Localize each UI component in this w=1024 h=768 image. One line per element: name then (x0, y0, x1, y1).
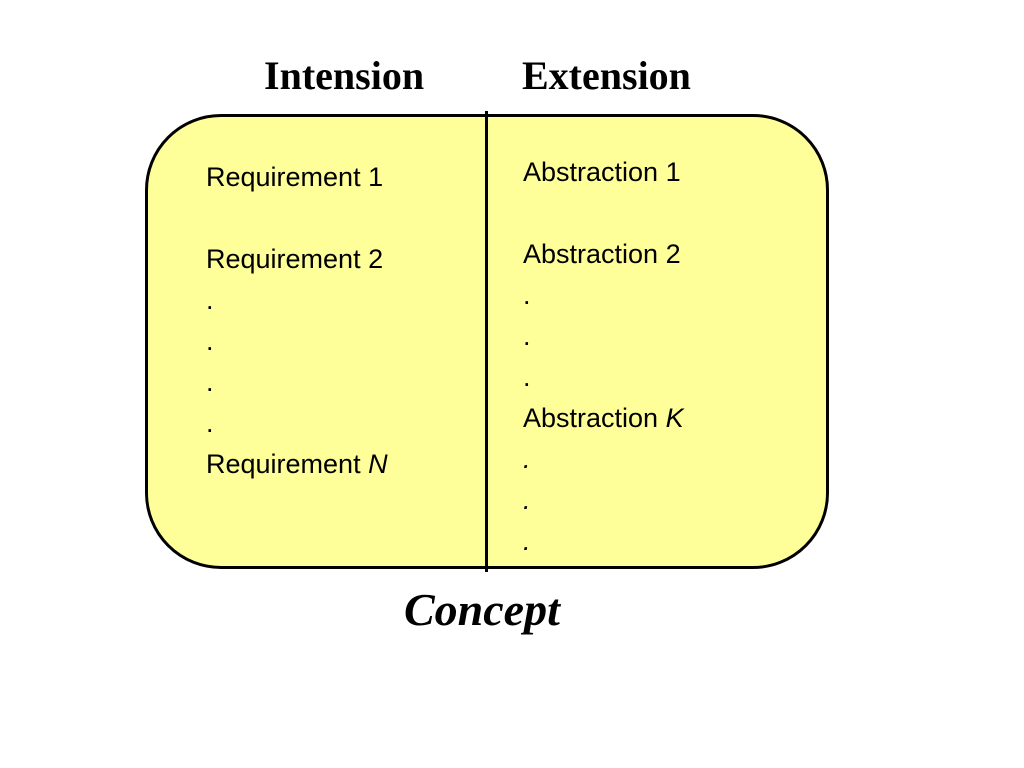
trailing-dot: . (523, 444, 531, 474)
extension-column: Abstraction 1 Abstraction 2 . . . Abstra… (523, 152, 684, 562)
trailing-dot: . (523, 526, 531, 556)
ellipsis-dot: . (523, 362, 531, 392)
requirement-2: Requirement 2 (206, 244, 384, 274)
abstraction-2: Abstraction 2 (523, 239, 681, 269)
trailing-dot: . (523, 485, 531, 515)
requirement-n: Requirement N (206, 444, 388, 485)
center-divider (485, 111, 488, 572)
ellipsis-dot: . (206, 408, 214, 438)
concept-caption: Concept (404, 584, 560, 635)
requirement-n-prefix: Requirement (206, 449, 369, 479)
requirement-1: Requirement 1 (206, 162, 384, 192)
ellipsis-dot: . (523, 321, 531, 351)
intension-heading: Intension (264, 53, 425, 98)
ellipsis-dot: . (523, 280, 531, 310)
ellipsis-dot: . (206, 285, 214, 315)
intension-column: Requirement 1 Requirement 2 . . . . Requ… (206, 157, 388, 485)
abstraction-k-prefix: Abstraction (523, 403, 666, 433)
requirement-n-variable: N (368, 449, 388, 479)
extension-heading: Extension (522, 53, 691, 98)
ellipsis-dot: . (206, 326, 214, 356)
abstraction-1: Abstraction 1 (523, 157, 681, 187)
ellipsis-dot: . (206, 367, 214, 397)
abstraction-k: Abstraction K (523, 398, 684, 439)
abstraction-k-variable: K (665, 403, 684, 433)
